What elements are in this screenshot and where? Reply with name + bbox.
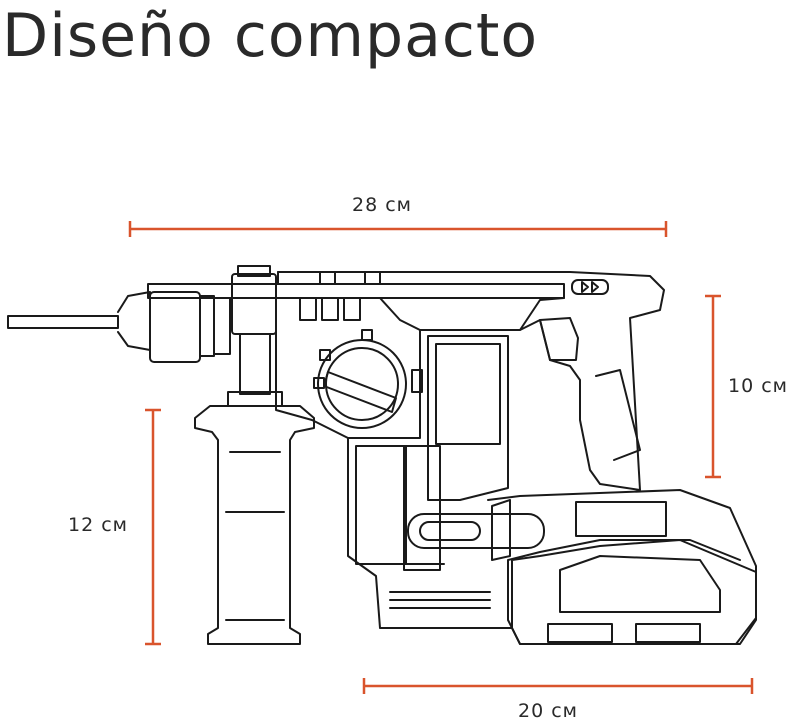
handle-height-label: 12 см [68, 514, 128, 536]
battery-terminal-right [635, 623, 701, 643]
top-rail [147, 283, 565, 299]
middle-panel [427, 335, 509, 501]
chuck [149, 291, 201, 363]
height-label: 10 см [728, 375, 788, 397]
lower-housing [347, 437, 757, 645]
battery-pack [487, 489, 757, 645]
drill-bit [7, 315, 119, 329]
side-handle [194, 405, 315, 645]
drill-outline [7, 265, 757, 645]
direction-switch [571, 279, 609, 295]
motor-housing [275, 297, 565, 439]
battery-latch [407, 513, 545, 549]
battery-terminal-left [547, 623, 613, 643]
trigger [539, 317, 579, 361]
rear-housing [519, 271, 665, 491]
dimension-lines [128, 221, 754, 694]
vent-slots [389, 591, 491, 609]
page-title: Diseño compacto [2, 1, 539, 71]
base-length-label: 20 см [518, 700, 578, 722]
length-label: 28 см [352, 194, 412, 216]
